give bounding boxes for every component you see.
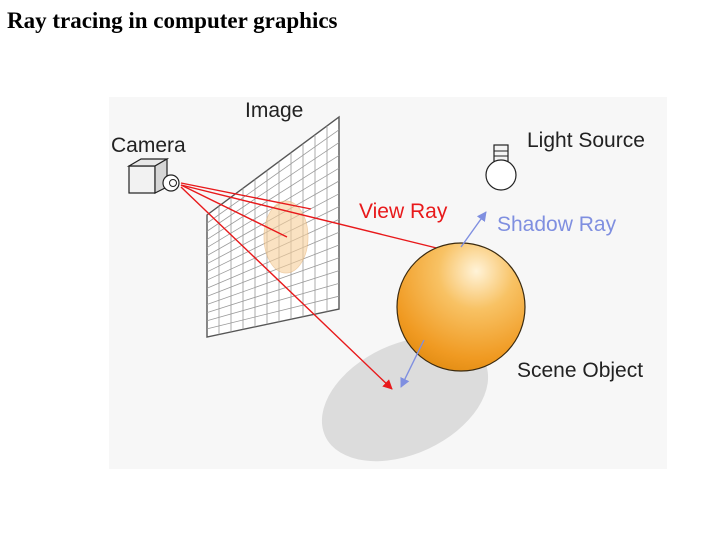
label-view-ray: View Ray xyxy=(359,200,448,223)
grid-line xyxy=(206,244,340,297)
scene-object-sphere xyxy=(396,242,526,372)
view-ray-lower xyxy=(180,186,393,390)
ray-tracing-diagram: Image Camera Light Source View Ray Shado… xyxy=(109,97,667,469)
diagram-svg: Image Camera Light Source View Ray Shado… xyxy=(109,97,667,469)
shadow-rays xyxy=(400,211,487,388)
shadow-ray-top xyxy=(460,211,487,248)
label-image: Image xyxy=(245,99,303,122)
view-ray-upper xyxy=(180,182,312,210)
light-bulb-icon xyxy=(485,144,517,191)
grid-line xyxy=(206,129,340,224)
view-rays xyxy=(180,182,462,390)
slide-title: Ray tracing in computer graphics xyxy=(7,8,338,33)
grid-line xyxy=(206,283,340,322)
grid-line xyxy=(206,257,340,305)
camera-icon xyxy=(126,157,180,194)
grid-line xyxy=(206,295,340,330)
view-ray-mid xyxy=(180,184,288,238)
shadow-ray-bottom xyxy=(400,339,425,388)
label-shadow-ray: Shadow Ray xyxy=(497,213,617,236)
label-light-source: Light Source xyxy=(527,129,645,152)
label-scene-object: Scene Object xyxy=(517,359,643,382)
grid-line xyxy=(206,270,340,313)
view-ray-main xyxy=(180,184,462,257)
label-camera: Camera xyxy=(111,134,186,157)
grid-line xyxy=(206,142,340,232)
grid-line xyxy=(206,155,340,240)
